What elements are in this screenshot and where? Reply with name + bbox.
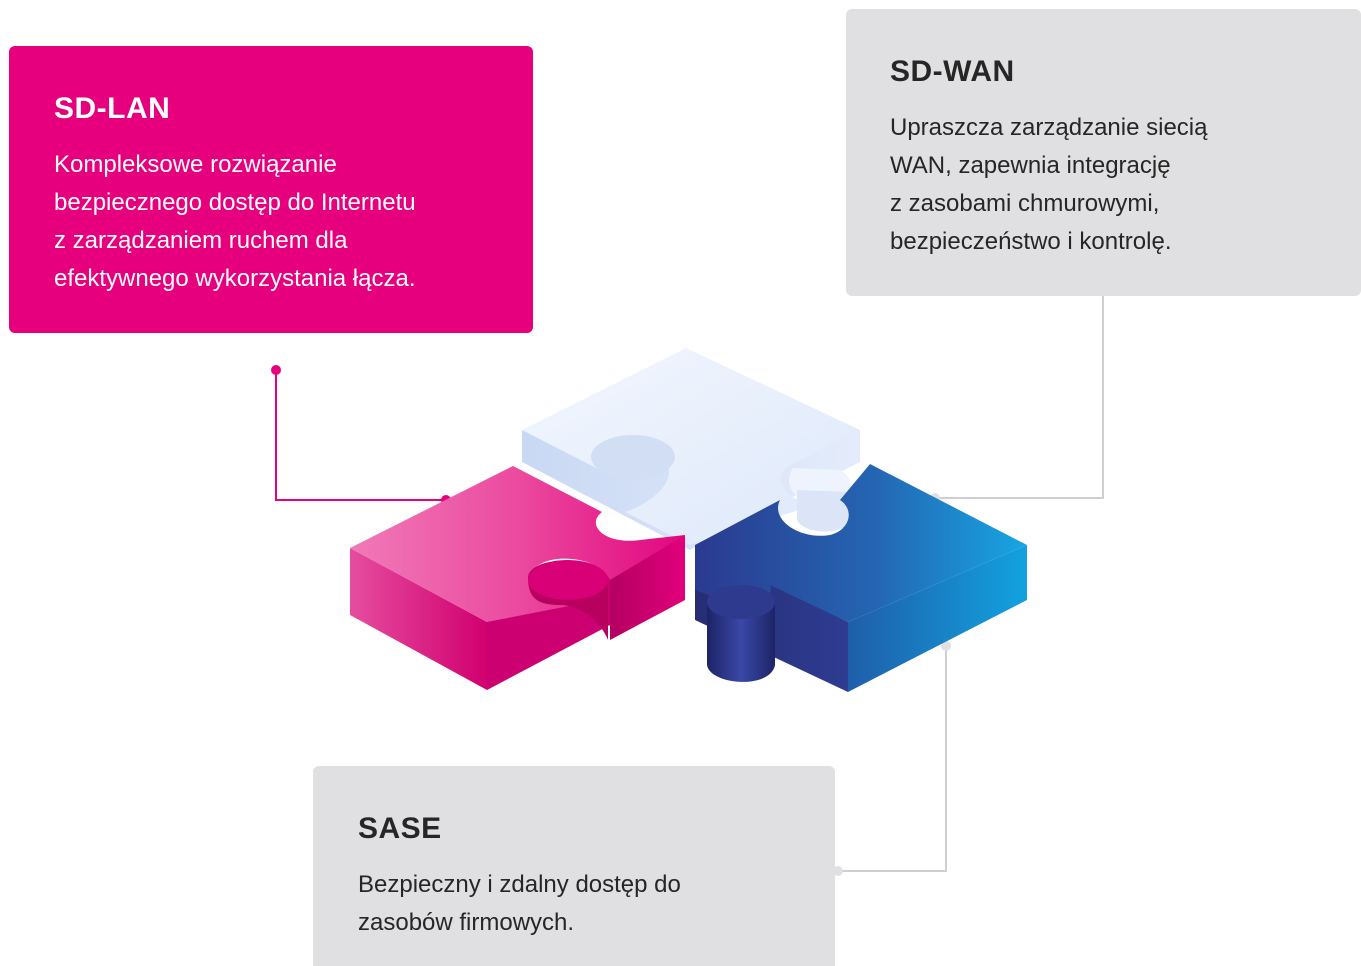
sd-wan-title: SD-WAN <box>890 55 1015 88</box>
sase-line: zasobów firmowych. <box>358 909 575 936</box>
sd-lan-title: SD-LAN <box>54 92 171 125</box>
puzzle-piece-pink <box>350 466 685 690</box>
sd-lan-line: z zarządzaniem ruchem dla <box>54 227 348 254</box>
connector-sd-wan <box>930 296 1104 503</box>
sd-wan-line: z zasobami chmurowymi, <box>890 190 1160 217</box>
sase-title: SASE <box>358 812 442 845</box>
sase-line: Bezpieczny i zdalny dostęp do <box>358 871 681 898</box>
connector-sase <box>833 641 951 876</box>
puzzle-piece-light <box>522 348 860 550</box>
connector-sd-lan <box>271 365 451 505</box>
sase-card: SASE Bezpieczny i zdalny dostęp do zasob… <box>313 766 835 966</box>
sd-wan-line: WAN, zapewnia integrację <box>890 152 1171 179</box>
sd-lan-description: Kompleksowe rozwiązanie bezpiecznego dos… <box>54 146 533 298</box>
sd-lan-card: SD-LAN Kompleksowe rozwiązanie bezpieczn… <box>9 46 533 333</box>
sd-lan-line: Kompleksowe rozwiązanie <box>54 151 337 178</box>
sd-wan-line: Upraszcza zarządzanie siecią <box>890 114 1208 141</box>
sd-wan-card: SD-WAN Upraszcza zarządzanie siecią WAN,… <box>846 9 1361 296</box>
sase-description: Bezpieczny i zdalny dostęp do zasobów fi… <box>358 866 835 942</box>
sd-lan-line: efektywnego wykorzystania łącza. <box>54 265 416 292</box>
sd-wan-line: bezpieczeństwo i kontrolę. <box>890 228 1172 255</box>
sd-lan-line: bezpiecznego dostęp do Internetu <box>54 189 416 216</box>
puzzle-piece-blue <box>695 464 1027 692</box>
sd-wan-description: Upraszcza zarządzanie siecią WAN, zapewn… <box>890 109 1361 261</box>
